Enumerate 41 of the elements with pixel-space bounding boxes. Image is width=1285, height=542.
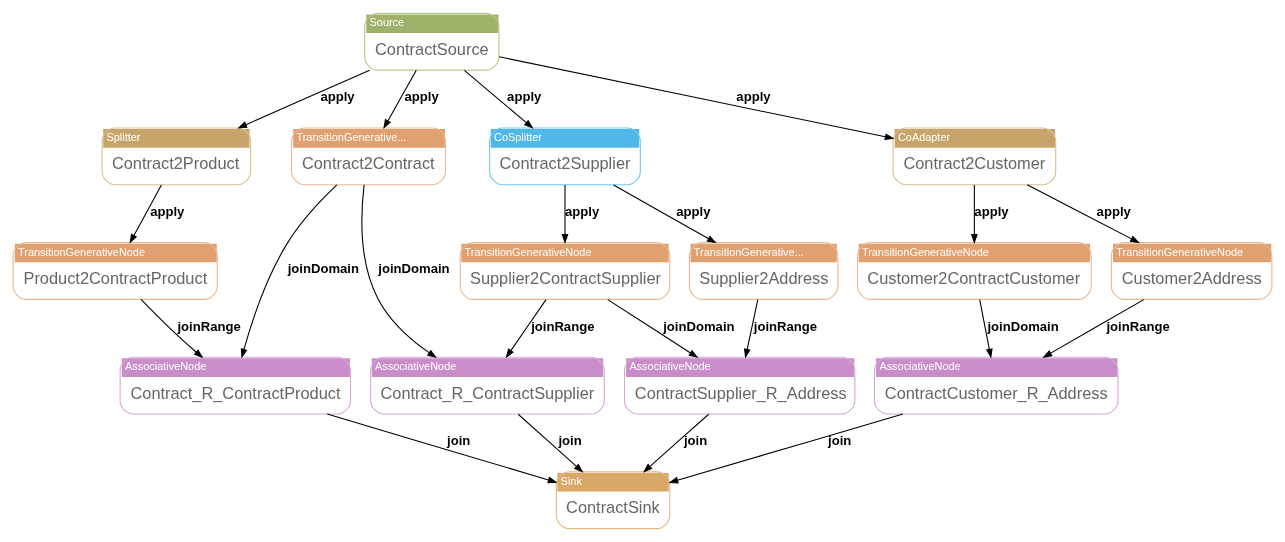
edge-label: joinRange: [753, 318, 818, 334]
edge-label: apply: [320, 89, 355, 105]
edge-label: join: [558, 433, 582, 449]
arrow: [613, 184, 717, 244]
arrow: [642, 413, 710, 473]
edge-label: apply: [564, 203, 600, 219]
edge-label: apply: [676, 203, 711, 219]
edge-label: apply: [736, 89, 771, 105]
arrow: [383, 69, 417, 130]
arrow: [240, 184, 338, 359]
arrow: [1042, 299, 1145, 358]
arrow: [979, 299, 993, 359]
edge-label: apply: [507, 89, 542, 105]
arrow: [970, 184, 978, 244]
arrow: [505, 299, 547, 359]
edge-label: apply: [150, 203, 185, 219]
edge-label: join: [447, 433, 471, 449]
edge-label: joinRange: [177, 318, 241, 334]
edge-label: joinDomain: [378, 261, 450, 277]
edge-label: apply: [404, 89, 439, 105]
edge-label: joinDomain: [287, 261, 360, 277]
arrow: [668, 413, 904, 484]
arrow: [498, 56, 895, 141]
edge-label: joinRange: [1106, 318, 1170, 334]
edge-label: joinDomain: [987, 318, 1059, 334]
edge-label: joinRange: [531, 318, 595, 334]
arrow: [463, 69, 534, 129]
arrow: [129, 184, 162, 244]
arrow: [140, 298, 204, 359]
arrow: [326, 413, 558, 484]
edge-label: apply: [1096, 203, 1131, 219]
edge-label: joinDomain: [663, 318, 735, 334]
arrow: [237, 69, 371, 129]
arrow: [743, 299, 759, 359]
arrow: [561, 184, 569, 244]
edge-label: join: [828, 433, 852, 449]
arrow: [361, 184, 437, 359]
arrow: [1026, 184, 1140, 244]
edge-label: join: [683, 433, 708, 449]
arrow: [517, 413, 584, 473]
arrow: [607, 299, 699, 358]
